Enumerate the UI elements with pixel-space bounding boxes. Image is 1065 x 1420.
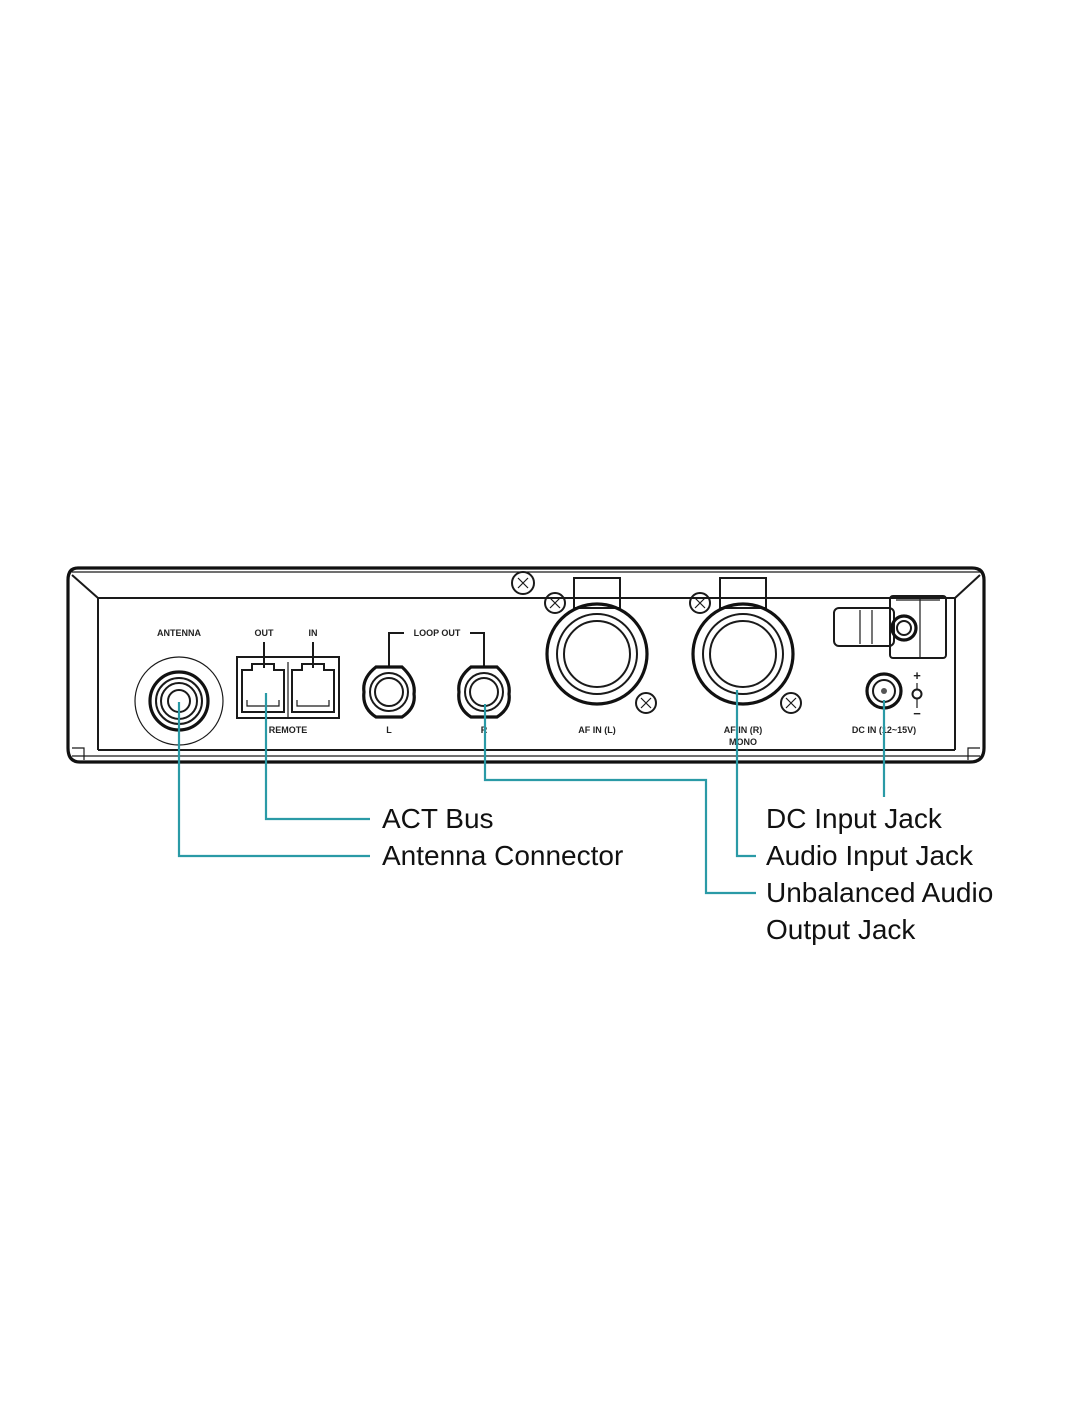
lead-unbalanced	[483, 704, 756, 895]
leader-lines	[177, 690, 886, 895]
xlr-input-right: AF IN (R) MONO	[689, 577, 802, 747]
loop-out-label: LOOP OUT	[414, 628, 461, 638]
remote-in-label: IN	[309, 628, 318, 638]
loop-out-jacks: LOOP OUT L R	[362, 628, 511, 735]
remote-jacks: OUT IN REMOTE	[236, 628, 340, 735]
chassis-screw-icon	[511, 571, 535, 595]
mono-label: MONO	[729, 737, 757, 747]
dc-polarity-icon	[911, 683, 923, 708]
af-in-left-label: AF IN (L)	[578, 725, 616, 735]
dc-minus-label: −	[913, 706, 921, 721]
callout-antenna-connector: Antenna Connector	[382, 840, 623, 871]
callout-act-bus: ACT Bus	[382, 803, 494, 834]
loop-l-label: L	[386, 725, 392, 735]
callout-audio-input-jack: Audio Input Jack	[766, 840, 974, 871]
lead-antenna	[177, 702, 370, 858]
callouts: ACT Bus Antenna Connector DC Input Jack …	[382, 803, 993, 945]
antenna-label: ANTENNA	[157, 628, 201, 638]
callout-unbalanced-line1: Unbalanced Audio	[766, 877, 993, 908]
af-in-right-label: AF IN (R)	[724, 725, 763, 735]
cable-clamp	[833, 595, 947, 659]
callout-unbalanced-line2: Output Jack	[766, 914, 916, 945]
dc-input-jack: + − DC IN (12~15V)	[852, 668, 923, 735]
lead-audio-input	[735, 690, 756, 858]
callout-dc-input-jack: DC Input Jack	[766, 803, 943, 834]
lead-act-bus	[264, 693, 370, 821]
chassis	[66, 566, 986, 764]
remote-out-label: OUT	[255, 628, 275, 638]
remote-label: REMOTE	[269, 725, 308, 735]
dc-plus-label: +	[913, 668, 921, 683]
xlr-input-left: AF IN (L)	[544, 577, 657, 735]
